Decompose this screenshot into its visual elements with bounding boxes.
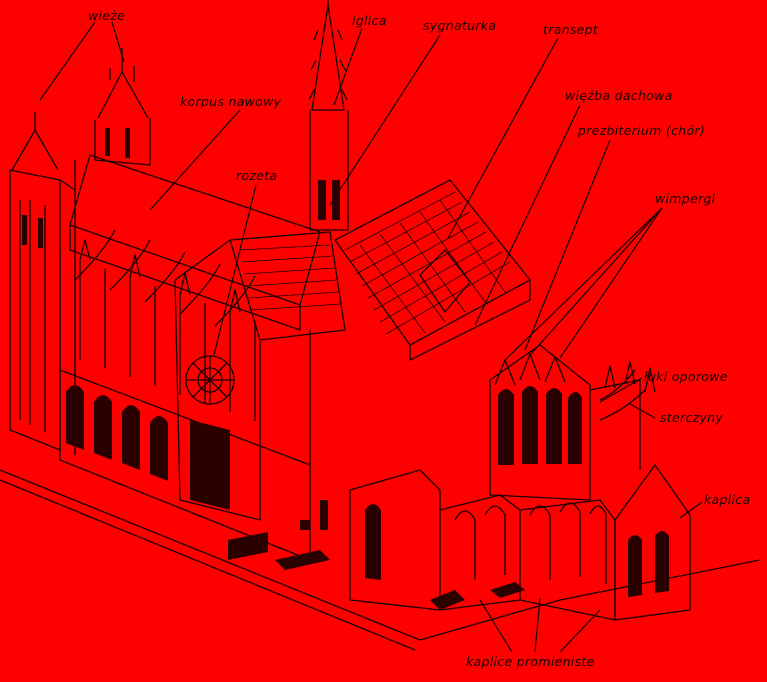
leader-rozeta bbox=[213, 184, 257, 356]
west-tower-right bbox=[94, 48, 151, 166]
label-rozeta: rozeta bbox=[236, 168, 277, 183]
leader-sygnaturka bbox=[329, 34, 441, 206]
leader-sterczyny bbox=[629, 403, 656, 419]
label-prezbiterium: prezbiterium (chór) bbox=[577, 123, 705, 138]
leader-wimpergi-3 bbox=[559, 207, 663, 359]
leader-wieze-right bbox=[111, 21, 125, 63]
labels: wieże korpus nawowy iglica sygnaturka tr… bbox=[88, 8, 750, 669]
label-sterczyny: sterczyny bbox=[660, 410, 723, 425]
apse bbox=[489, 344, 656, 501]
leader-kaplice-promieniste-2 bbox=[534, 597, 541, 653]
choir-roof bbox=[334, 179, 531, 361]
label-kaplice-promieniste: kaplice promieniste bbox=[466, 654, 595, 669]
radiating-chapels bbox=[228, 469, 616, 621]
leader-transept bbox=[447, 37, 559, 239]
label-kaplica: kaplica bbox=[704, 492, 750, 507]
nave-roof bbox=[69, 154, 321, 331]
leader-prezbiterium bbox=[524, 139, 611, 351]
crossing-spire bbox=[308, 0, 349, 231]
nave-side bbox=[59, 229, 311, 561]
cathedral-illustration bbox=[0, 0, 761, 651]
label-luki-oporowe: łuki oporowe bbox=[644, 369, 728, 384]
leader-wieze-left bbox=[39, 21, 96, 101]
transept bbox=[174, 231, 346, 521]
leader-luki-oporowe bbox=[599, 377, 643, 403]
west-tower-left bbox=[9, 112, 76, 455]
label-iglica: iglica bbox=[352, 13, 387, 28]
label-wimpergi: wimpergi bbox=[655, 191, 716, 206]
label-wieze: wieże bbox=[88, 8, 125, 23]
leader-korpus-nawowy bbox=[149, 109, 241, 211]
leader-lines bbox=[39, 21, 703, 653]
leader-wimpergi-1 bbox=[504, 207, 663, 361]
leader-iglica bbox=[333, 27, 363, 106]
label-wiezba-dachowa: więźba dachowa bbox=[565, 88, 673, 103]
label-sygnaturka: sygnaturka bbox=[423, 18, 496, 33]
label-transept: transept bbox=[543, 22, 599, 37]
chapel bbox=[614, 464, 691, 621]
leader-kaplice-promieniste-3 bbox=[559, 609, 601, 653]
leader-kaplica bbox=[679, 501, 703, 519]
leader-wimpergi-2 bbox=[529, 207, 663, 356]
leader-kaplice-promieniste-1 bbox=[479, 599, 513, 653]
leader-wiezba-dachowa bbox=[474, 104, 581, 326]
label-korpus-nawowy: korpus nawowy bbox=[180, 94, 282, 109]
